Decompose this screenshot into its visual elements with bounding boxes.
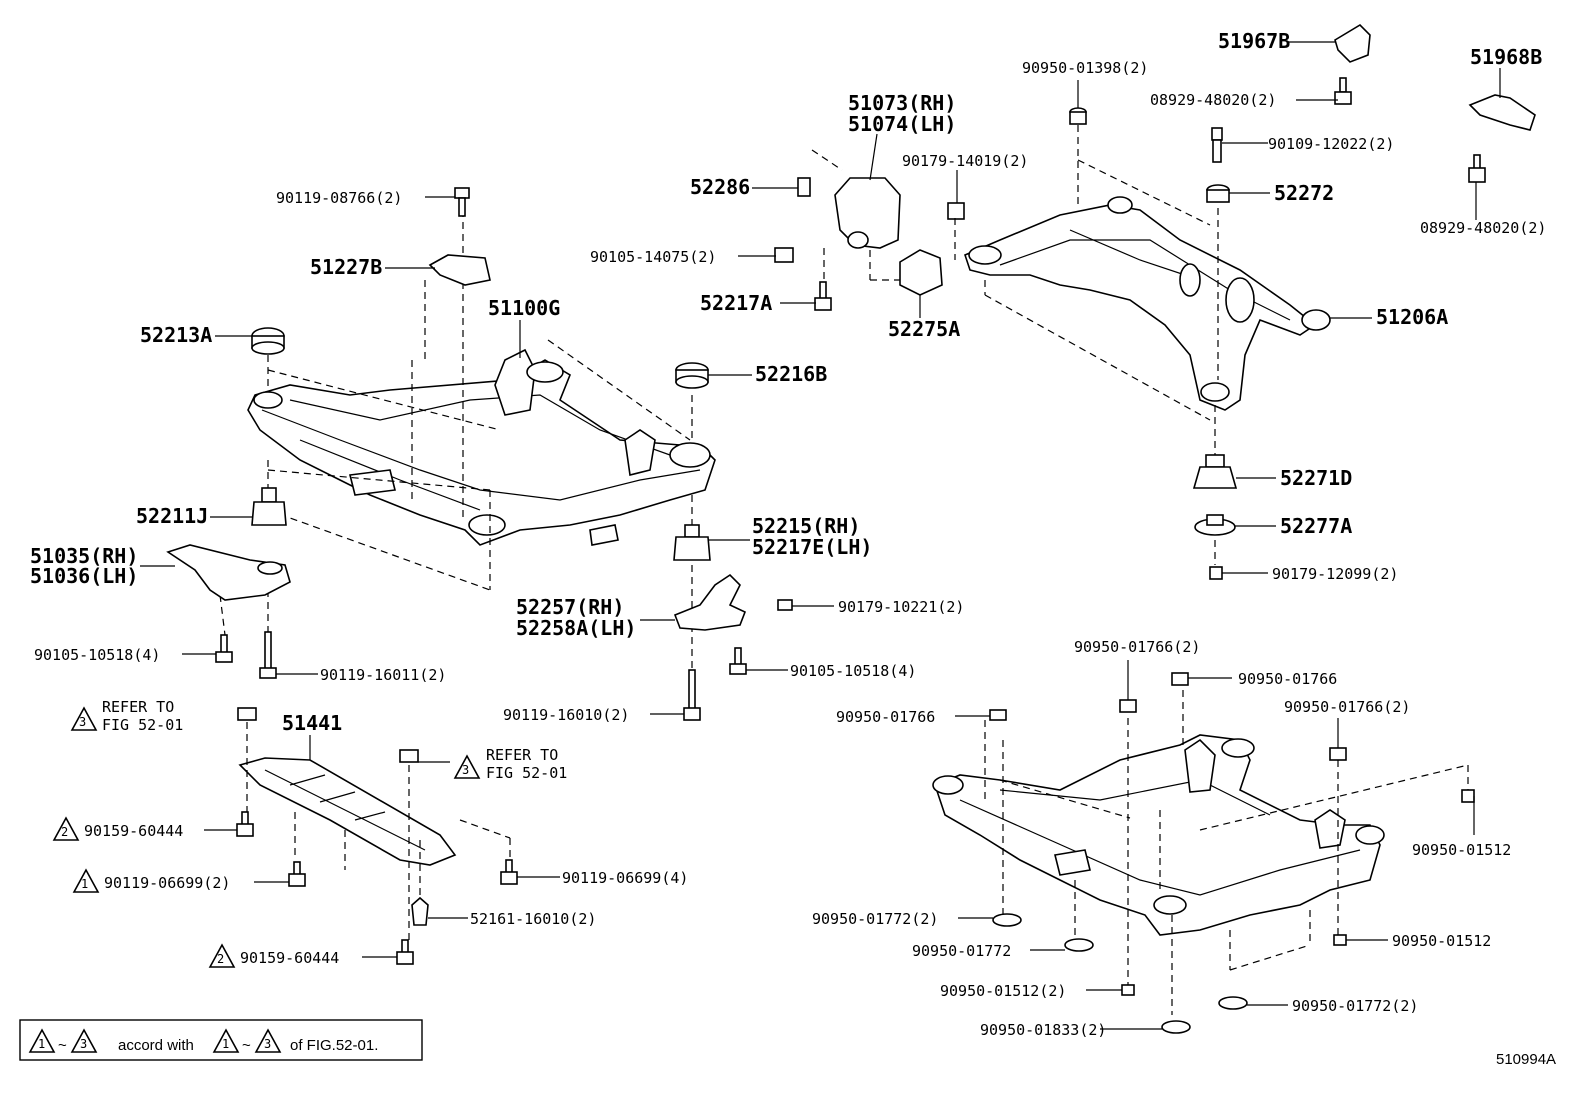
label-90119-08766: 90119-08766(2): [276, 189, 402, 207]
figure-code: 510994A: [1496, 1051, 1556, 1068]
label-52217a: 52217A: [700, 291, 772, 315]
label-90950-01512-c: 90950-01512(2): [940, 982, 1066, 1000]
parts-front-left: [166, 187, 491, 679]
label-52277a: 52277A: [1280, 514, 1352, 538]
warning-mark-90119-a: 1: [81, 877, 88, 891]
label-51074: 51074(LH): [848, 112, 956, 136]
refer-line2-1: FIG 52-01: [102, 716, 183, 734]
alignment-lines-lower: [984, 690, 1469, 1015]
label-51036: 51036(LH): [30, 564, 138, 588]
label-51227b: 51227B: [310, 255, 382, 279]
label-51073: 51073(RH): [848, 91, 956, 115]
label-52161-16010: 52161-16010(2): [470, 910, 596, 928]
lower-subframe: [932, 734, 1385, 936]
label-90950-01833: 90950-01833(2): [980, 1021, 1106, 1039]
label-90179-10221: 90179-10221(2): [838, 598, 964, 616]
footnote-text-end: of FIG.52-01.: [290, 1037, 378, 1054]
front-subframe-51100g: [247, 348, 716, 546]
svg-text:~: ~: [242, 1037, 251, 1054]
label-08929-48020-b: 08929-48020(2): [1420, 219, 1546, 237]
refer-mark-2: 3: [462, 763, 469, 777]
refer-line2-2: FIG 52-01: [486, 764, 567, 782]
label-52217e: 52217E(LH): [752, 535, 872, 559]
alignment-lines-rear: [984, 125, 1219, 565]
label-51206a: 51206A: [1376, 305, 1448, 329]
label-90119-16011: 90119-16011(2): [320, 666, 446, 684]
part-labels: 51967B 51968B 90950-01398(2) 08929-48020…: [30, 29, 1546, 1039]
footnote-range-a: 1: [38, 1037, 45, 1051]
label-52275a: 52275A: [888, 317, 960, 341]
label-90950-01772-b: 90950-01772: [912, 942, 1011, 960]
refer-line1-2: REFER TO: [486, 746, 558, 764]
label-08929-48020-a: 08929-48020(2): [1150, 91, 1276, 109]
label-90950-01766-c: 90950-01766: [836, 708, 935, 726]
parts-center-mount: [673, 362, 793, 721]
label-90950-01766-a: 90950-01766(2): [1074, 638, 1200, 656]
label-51967b: 51967B: [1218, 29, 1290, 53]
rear-crossmember-51206a: [964, 196, 1331, 411]
engine-mount-group: [774, 149, 965, 311]
label-52215: 52215(RH): [752, 514, 860, 538]
refer-line1-1: REFER TO: [102, 698, 174, 716]
leader-lines: [140, 41, 1501, 1030]
label-90119-06699-b: 90119-06699(4): [562, 869, 688, 887]
label-90119-06699-a: 90119-06699(2): [104, 874, 230, 892]
label-51100g: 51100G: [488, 296, 560, 320]
label-90119-16010: 90119-16010(2): [503, 706, 629, 724]
warning-mark-90159-a: 2: [61, 825, 68, 839]
label-90950-01398: 90950-01398(2): [1022, 59, 1148, 77]
label-52272: 52272: [1274, 181, 1334, 205]
label-90950-01766-d: 90950-01766(2): [1284, 698, 1410, 716]
footnote-range-b-2: 3: [264, 1037, 271, 1051]
label-52271d: 52271D: [1280, 466, 1352, 490]
footnote-box: 1 ~ 3 accord with 1 ~ 3 of FIG.52-01.: [19, 1019, 423, 1061]
refer-mark-1: 3: [79, 715, 86, 729]
label-90159-60444-b: 90159-60444: [240, 949, 339, 967]
footnote-range-b: 3: [80, 1037, 87, 1051]
parts-lower: [989, 672, 1475, 1034]
label-90105-10518-a: 90105-10518(4): [34, 646, 160, 664]
label-90950-01512-b: 90950-01512: [1392, 932, 1491, 950]
label-52216b: 52216B: [755, 362, 827, 386]
label-51035: 51035(RH): [30, 544, 138, 568]
label-51441: 51441: [282, 711, 342, 735]
under-cover-51441: [236, 707, 518, 965]
label-52257: 52257(RH): [516, 595, 624, 619]
refer-note-1: 3 REFER TO FIG 52-01: [70, 698, 183, 734]
label-52211j: 52211J: [136, 504, 208, 528]
label-90950-01772-c: 90950-01772(2): [1292, 997, 1418, 1015]
refer-note-2: 3 REFER TO FIG 52-01: [453, 746, 567, 782]
label-52213a: 52213A: [140, 323, 212, 347]
label-90950-01512-a: 90950-01512: [1412, 841, 1511, 859]
svg-text:~: ~: [58, 1037, 67, 1054]
footnote-text-mid: accord with: [118, 1037, 194, 1054]
label-51968b: 51968B: [1470, 45, 1542, 69]
label-52286: 52286: [690, 175, 750, 199]
label-90159-60444-a: 90159-60444: [84, 822, 183, 840]
label-90179-12099: 90179-12099(2): [1272, 565, 1398, 583]
footnote-range-a-2: 1: [222, 1037, 229, 1051]
label-52258a: 52258A(LH): [516, 616, 636, 640]
label-90109-12022: 90109-12022(2): [1268, 135, 1394, 153]
warning-marks: 2 1 2: [52, 816, 236, 968]
label-90950-01772-a: 90950-01772(2): [812, 910, 938, 928]
label-90950-01766-b: 90950-01766: [1238, 670, 1337, 688]
warning-mark-90159-b: 2: [217, 952, 224, 966]
label-90105-14075: 90105-14075(2): [590, 248, 716, 266]
label-90179-14019: 90179-14019(2): [902, 152, 1028, 170]
label-90105-10518-b: 90105-10518(4): [790, 662, 916, 680]
